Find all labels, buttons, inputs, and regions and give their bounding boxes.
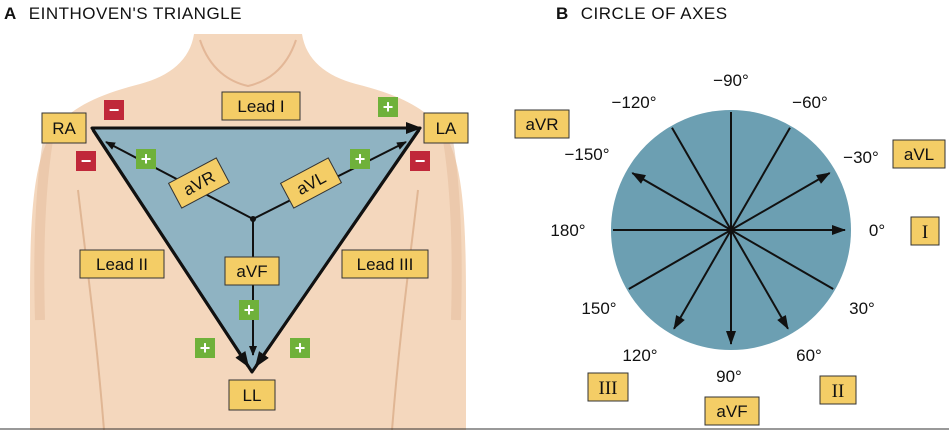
lead-i-label: Lead I xyxy=(237,97,284,116)
plus-avr-sign: + xyxy=(141,149,152,169)
axis-line-minus-60 xyxy=(730,127,791,231)
minus-la-side: − xyxy=(410,151,430,171)
minus-ra-side-sign: − xyxy=(81,151,92,171)
angle-60: 60° xyxy=(796,346,822,365)
angle-120: 120° xyxy=(622,346,657,365)
lead-iii-label: Lead III xyxy=(357,255,414,274)
axis-arrow-avl xyxy=(730,172,831,231)
axis-arrow-ii xyxy=(730,229,789,330)
panel-a-title-text: EINTHOVEN'S TRIANGLE xyxy=(28,4,242,23)
lead-ii-label: Lead II xyxy=(96,255,148,274)
circle-iii-label: III xyxy=(599,378,618,399)
electrode-ll-label: LL xyxy=(243,386,262,405)
panel-b-title: B CIRCLE OF AXES xyxy=(556,4,728,24)
plus-lead-iii-sign: + xyxy=(295,338,306,358)
panel-a-title: A EINTHOVEN'S TRIANGLE xyxy=(4,4,242,24)
circle-avr-label: aVR xyxy=(525,115,558,134)
circle-ii-label: II xyxy=(832,381,845,402)
plus-avl-sign: + xyxy=(355,149,366,169)
plus-la-top: + xyxy=(378,97,398,117)
electrode-la-label: LA xyxy=(436,119,457,138)
neck-shading xyxy=(199,39,297,88)
angle-minus-30: −30° xyxy=(843,148,879,167)
circle-avf-box: aVF xyxy=(704,396,760,426)
angle-minus-150: −150° xyxy=(564,145,609,164)
electrode-ra-label: RA xyxy=(52,119,76,138)
minus-ra-top-sign: − xyxy=(109,100,120,120)
panel-b-title-text: CIRCLE OF AXES xyxy=(580,4,728,23)
plus-avf: + xyxy=(239,300,259,320)
axes-lines xyxy=(613,112,846,345)
plus-avr: + xyxy=(136,149,156,169)
left-arm-line xyxy=(77,189,105,430)
angle-30: 30° xyxy=(849,299,875,318)
angle-180: 180° xyxy=(550,221,585,240)
lead-iii-arrow xyxy=(254,129,421,368)
electrode-ll: LL xyxy=(228,379,276,411)
plus-lead-ii-sign: + xyxy=(200,338,211,358)
angle-0: 0° xyxy=(869,221,885,240)
lead-ii-arrow xyxy=(91,129,250,368)
panel-b-letter: B xyxy=(556,4,569,23)
plus-avf-sign: + xyxy=(244,300,255,320)
angle-minus-120: −120° xyxy=(611,93,656,112)
axes-center-dot xyxy=(728,227,734,233)
left-shoulder-shadow xyxy=(34,139,53,321)
circle-avl-label: aVL xyxy=(904,145,934,164)
lead-i-box: Lead I xyxy=(221,91,301,121)
axis-arrow-iii xyxy=(673,229,732,330)
minus-ra-side: − xyxy=(76,151,96,171)
circle-avl-box: aVL xyxy=(892,139,946,169)
circle-i-box: I xyxy=(910,216,940,246)
axis-line-minus-120 xyxy=(671,127,732,231)
central-terminal xyxy=(250,216,256,222)
right-shoulder-shadow xyxy=(443,139,462,321)
plus-la-top-sign: + xyxy=(383,97,394,117)
plus-lead-iii: + xyxy=(290,338,310,358)
circle-i-label: I xyxy=(922,222,928,243)
circle-avf-label: aVF xyxy=(716,402,747,421)
plus-avl: + xyxy=(350,149,370,169)
angle-90: 90° xyxy=(716,367,742,386)
angle-150: 150° xyxy=(581,299,616,318)
axis-line-150 xyxy=(628,229,732,290)
avl-box: aVL xyxy=(279,157,343,209)
axis-arrow-avr xyxy=(631,172,732,231)
circle-ii-box: II xyxy=(819,375,857,405)
lead-ii-box: Lead II xyxy=(79,249,165,279)
lead-iii-box: Lead III xyxy=(341,249,429,279)
minus-la-side-sign: − xyxy=(415,151,426,171)
angle-minus-60: −60° xyxy=(792,93,828,112)
circle-iii-box: III xyxy=(587,372,629,402)
right-arm-line xyxy=(391,189,419,430)
panel-a-letter: A xyxy=(4,4,17,23)
axis-line-30 xyxy=(730,229,834,290)
avf-box: aVF xyxy=(224,256,280,286)
angle-minus-90: −90° xyxy=(713,71,749,90)
electrode-la: LA xyxy=(423,112,469,144)
minus-ra-top: − xyxy=(104,100,124,120)
plus-lead-ii: + xyxy=(195,338,215,358)
circle-avr-box: aVR xyxy=(514,109,570,139)
electrode-ra: RA xyxy=(41,112,87,144)
avf-label: aVF xyxy=(236,262,267,281)
